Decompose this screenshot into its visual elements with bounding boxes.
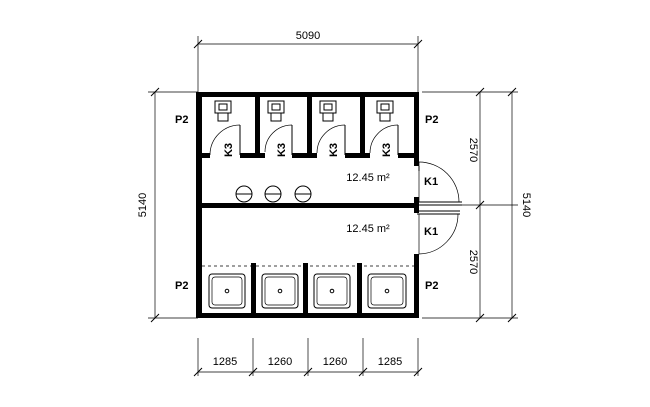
bottom-dimension-1: 1285 (213, 356, 237, 368)
width-dimension: 5090 (296, 30, 320, 42)
bottom-dimension-4: 1285 (378, 356, 402, 368)
toilet-icon (214, 100, 232, 122)
right-height-dimension: 5140 (520, 193, 532, 217)
bottom-dimension-3: 1260 (323, 356, 347, 368)
toilet-cubicles: K3 K3 K3 K3 (202, 92, 419, 158)
window-label-p2: P2 (175, 280, 188, 292)
urinal-icon (235, 185, 253, 203)
left-height-dimension: 5140 (137, 193, 149, 217)
cubicle-label-k3: K3 (328, 143, 340, 157)
middle-wall (196, 203, 419, 208)
toilet-icon (376, 100, 394, 122)
cubicle-door (369, 124, 399, 155)
shower-tray-icon (367, 273, 407, 309)
urinals (235, 185, 312, 203)
dimension-right: 2570 2570 5140 (422, 87, 532, 323)
cubicle-label-k3: K3 (223, 143, 235, 157)
cubicle-door (316, 124, 346, 155)
right-upper-dimension: 2570 (467, 138, 479, 162)
door-label-k1: K1 (424, 226, 438, 238)
right-lower-dimension: 2570 (467, 250, 479, 274)
area-label-lower: 12.45 m² (346, 223, 390, 235)
window-label-p2: P2 (425, 114, 438, 126)
entry-door-upper (417, 161, 462, 206)
entry-door-lower (417, 210, 460, 255)
shower-tray-icon (313, 273, 351, 309)
cubicle-door (264, 124, 293, 155)
area-label-upper: 12.45 m² (346, 172, 390, 184)
cubicle-door (209, 124, 241, 156)
cubicle-label-k3: K3 (276, 143, 288, 157)
urinal-icon (264, 185, 282, 203)
dimension-bottom: 1285 1260 1260 1285 (193, 338, 423, 377)
shower-cubicles (202, 263, 414, 318)
dimension-left: 5140 (137, 87, 198, 323)
shower-tray-icon (261, 273, 299, 309)
urinal-icon (294, 185, 312, 203)
shower-tray-icon (208, 273, 246, 309)
cubicle-label-k3: K3 (381, 143, 393, 157)
window-label-p2: P2 (425, 280, 438, 292)
window-label-p2: P2 (175, 114, 188, 126)
bottom-dimension-2: 1260 (268, 356, 292, 368)
door-label-k1: K1 (424, 176, 438, 188)
toilet-icon (319, 100, 337, 122)
toilet-icon (267, 100, 285, 122)
dimension-top: 5090 (193, 30, 423, 95)
